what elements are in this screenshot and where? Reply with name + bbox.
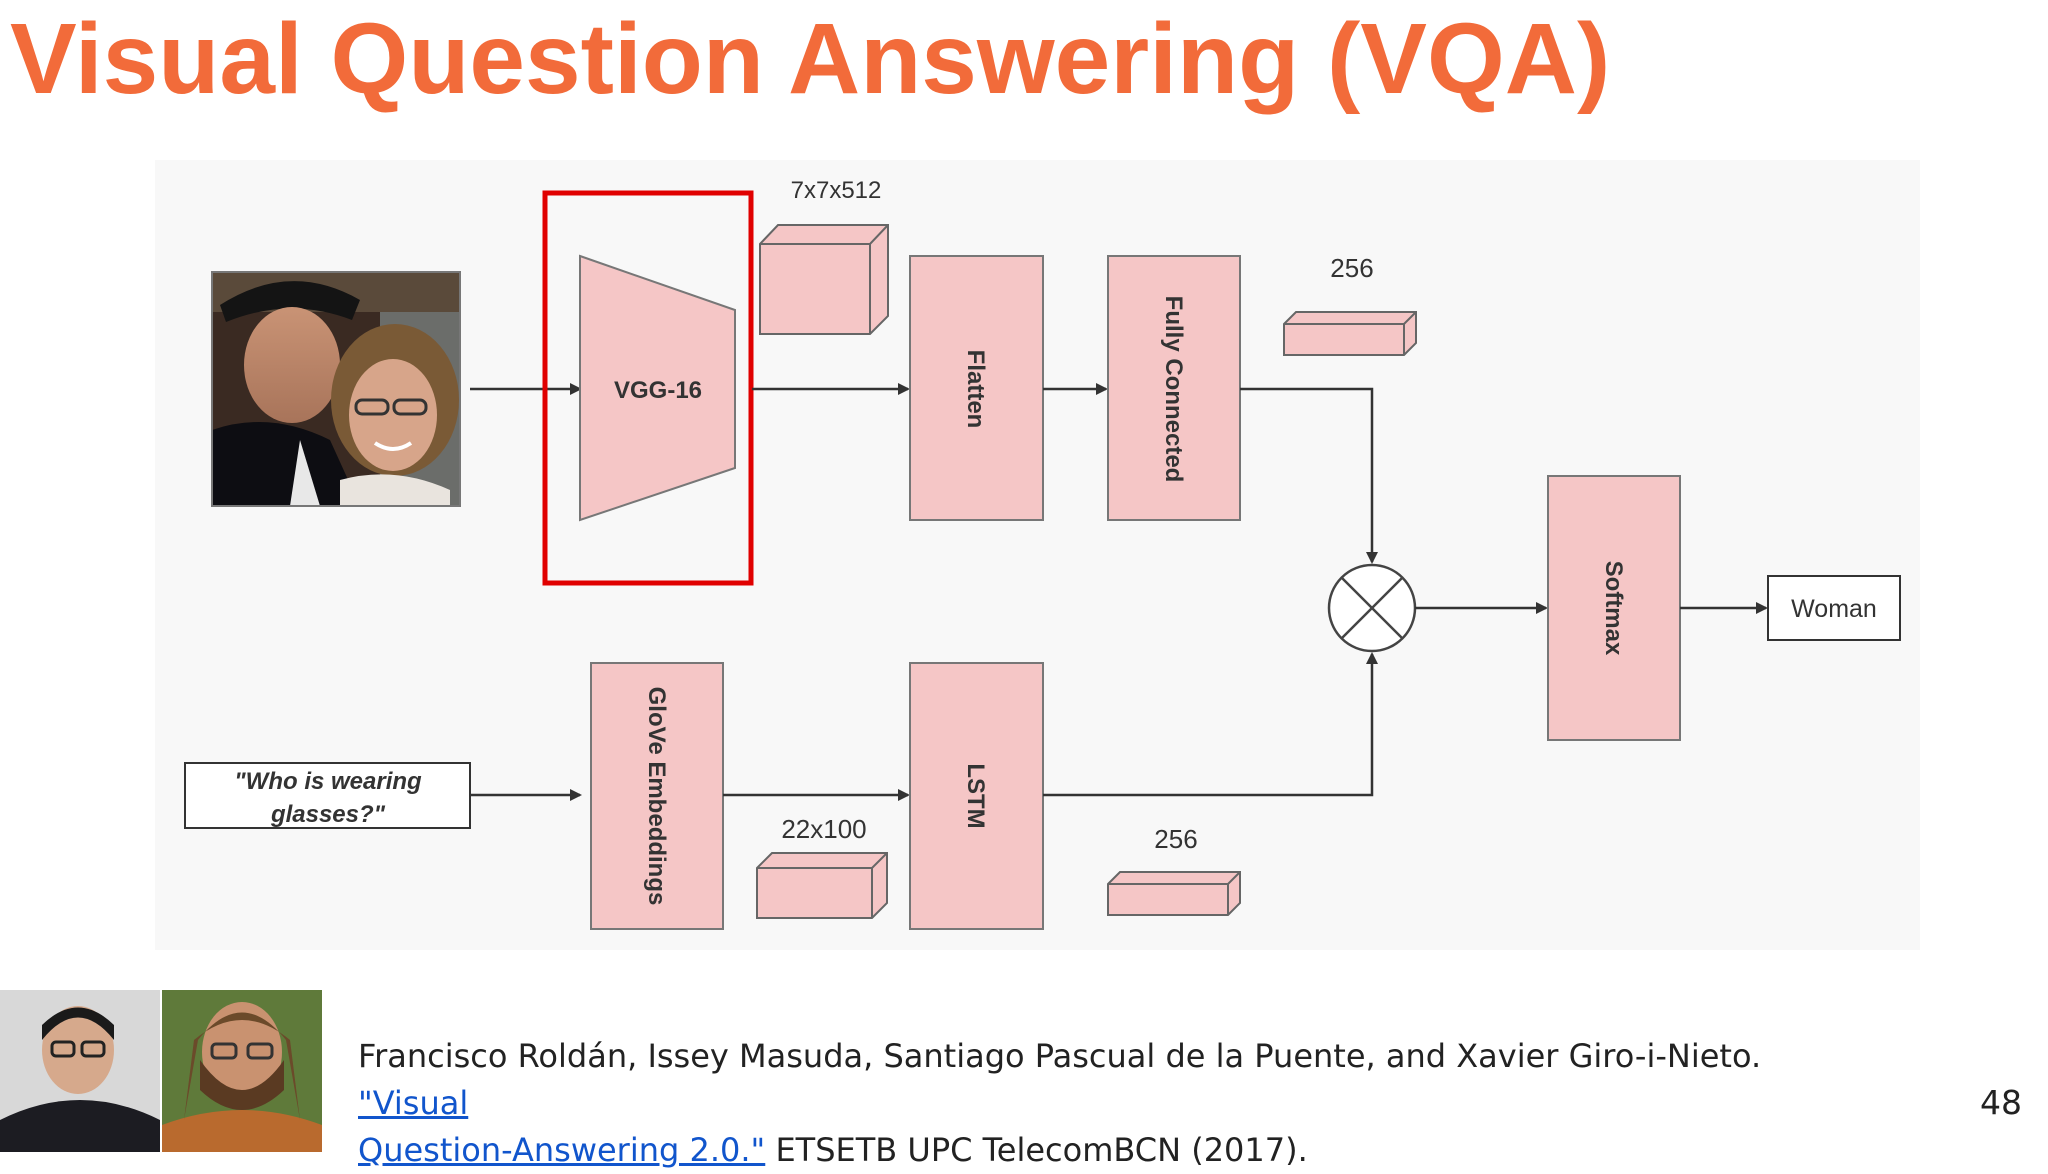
author-photo-2 (162, 990, 322, 1152)
arrow-lstm-to-multiply (1043, 652, 1378, 797)
glove-embeddings-label: GloVe Embeddings (643, 687, 670, 906)
lstm-output-slab (1107, 871, 1241, 916)
lstm-label: LSTM (962, 763, 989, 828)
question-text-line1: "Who is wearing (234, 768, 422, 795)
embeddings-dims-label: 22x100 (781, 814, 866, 844)
slide-title: Visual Question Answering (VQA) (10, 3, 1611, 115)
multiply-operator (1327, 563, 1417, 653)
fully-connected-label: Fully Connected (1160, 296, 1187, 483)
lstm-dims-label: 256 (1154, 824, 1197, 854)
input-photo (211, 271, 461, 507)
citation-link-line1: "Visual (358, 1084, 469, 1122)
question-box (184, 762, 471, 829)
flatten-label: Flatten (962, 350, 989, 429)
lstm-block (909, 662, 1044, 930)
fc-dims-label: 256 (1330, 253, 1373, 283)
feature-map-dims-label: 7x7x512 (791, 177, 882, 204)
feature-map-cube (759, 224, 889, 335)
citation-link-line2: Question-Answering 2.0." (358, 1131, 766, 1169)
flatten-block (909, 255, 1044, 521)
citation: Francisco Roldán, Issey Masuda, Santiago… (358, 1033, 1848, 1174)
page-number: 48 (1980, 1083, 2022, 1122)
fc-output-slab (1283, 311, 1417, 356)
arrow-fc-to-multiply (1240, 387, 1378, 564)
glove-embeddings-block (590, 662, 724, 930)
embeddings-slab (756, 852, 888, 919)
answer-box (1767, 575, 1901, 641)
citation-venue: ETSETB UPC TelecomBCN (2017). (765, 1131, 1308, 1169)
vgg16-block (579, 254, 736, 522)
author-photo-1 (0, 990, 160, 1152)
answer-label: Woman (1791, 595, 1877, 623)
vgg16-highlight-box (542, 190, 754, 586)
fully-connected-block (1107, 255, 1241, 521)
vgg16-label: VGG-16 (614, 377, 702, 404)
softmax-label: Softmax (1600, 561, 1627, 656)
question-text-line2: glasses?" (270, 801, 386, 828)
citation-authors: Francisco Roldán, Issey Masuda, Santiago… (358, 1037, 1762, 1075)
